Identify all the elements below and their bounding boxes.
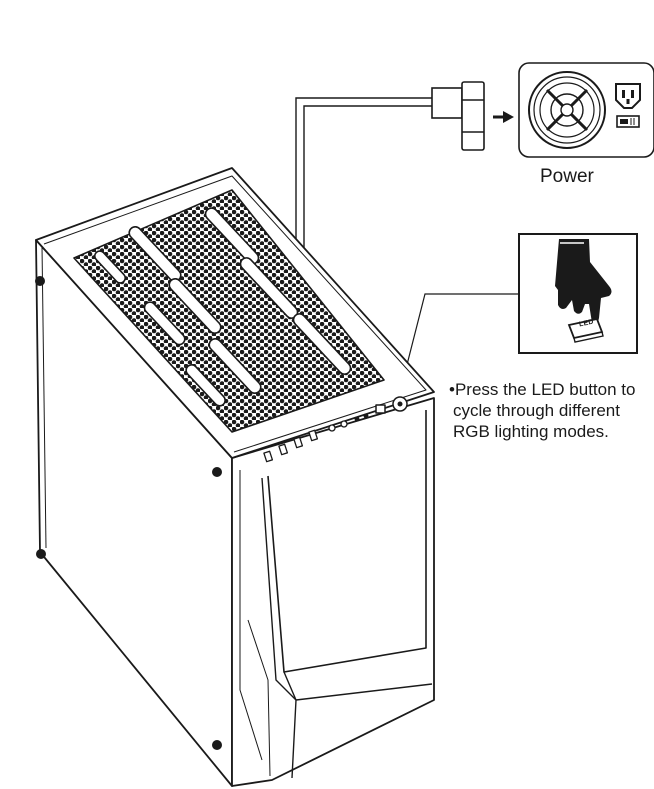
led-press-panel	[518, 233, 638, 354]
front-io-ports	[263, 413, 369, 463]
hand-icon	[555, 239, 612, 324]
fan-icon	[528, 71, 606, 149]
power-socket-icon	[615, 83, 641, 109]
instruction-text: •Press the LED button to cycle through d…	[449, 379, 654, 442]
power-connector	[431, 81, 485, 151]
instruction-line-1: •Press the LED button to	[449, 380, 636, 399]
pc-case	[35, 167, 435, 787]
power-supply-panel	[518, 62, 654, 158]
bullet: •	[449, 380, 455, 399]
led-button-icon	[567, 317, 604, 343]
case-led-button	[375, 404, 386, 414]
arrow-right-icon	[493, 111, 514, 123]
power-switch-icon	[616, 115, 640, 128]
power-cable	[295, 97, 433, 250]
instruction-line-3: RGB lighting modes.	[453, 422, 609, 441]
power-label: Power	[540, 166, 594, 187]
instruction-line-2: cycle through different	[453, 401, 620, 420]
